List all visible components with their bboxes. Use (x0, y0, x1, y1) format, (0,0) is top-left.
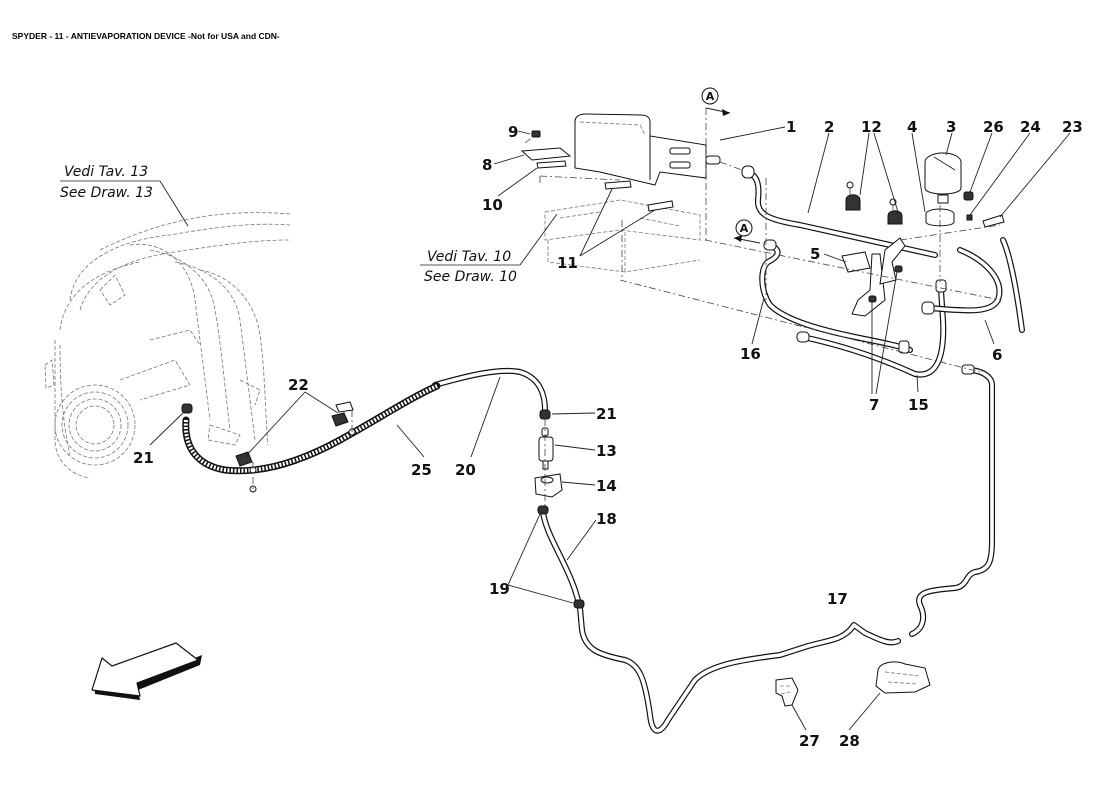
callout-20: 20 (455, 461, 476, 479)
callout-15: 15 (908, 396, 929, 414)
part-26-clamp[interactable] (963, 191, 974, 201)
part-27-clip[interactable] (775, 677, 799, 707)
part-10-pad[interactable] (536, 160, 567, 169)
part-19-clamp-a[interactable] (537, 505, 549, 515)
canister-support-ghost (544, 199, 701, 273)
callout-11: 11 (557, 254, 578, 272)
part-13-filter[interactable] (538, 427, 554, 470)
part-22-clip-a[interactable] (235, 451, 257, 493)
intake-manifold-ghost (44, 212, 291, 479)
part-7-nut-b[interactable] (894, 265, 903, 273)
callout-6: 6 (992, 346, 1002, 364)
callout-10: 10 (482, 196, 503, 214)
callout-5: 5 (810, 245, 820, 263)
part-17-pipe[interactable] (577, 364, 995, 734)
callout-18: 18 (596, 510, 617, 528)
part-21-clamp-b[interactable] (539, 409, 551, 420)
callout-16: 16 (740, 345, 761, 363)
part-7-nut-a[interactable] (868, 295, 877, 303)
part-12-clip-a[interactable] (845, 181, 861, 211)
callout-leaders (149, 126, 1071, 731)
callout-12: 12 (861, 118, 882, 136)
part-8-plate[interactable] (520, 147, 572, 161)
callout-21-right: 21 (596, 405, 617, 423)
section-mark-a-top: A (701, 87, 731, 116)
part-6-hose[interactable] (921, 237, 1025, 333)
callout-4: 4 (907, 118, 917, 136)
part-3-valve[interactable] (924, 152, 962, 204)
part-28-clip[interactable] (875, 661, 931, 694)
callout-19: 19 (489, 580, 510, 598)
callout-2: 2 (824, 118, 834, 136)
section-mark-a-mid: A (733, 219, 761, 244)
callout-14: 14 (596, 477, 617, 495)
callout-1: 1 (786, 118, 796, 136)
part-11-pad-b[interactable] (647, 200, 674, 212)
callout-26: 26 (983, 118, 1004, 136)
callout-23: 23 (1062, 118, 1083, 136)
svg-text:See Draw. 10: See Draw. 10 (424, 269, 517, 285)
part-19-clamp-b[interactable] (573, 599, 585, 609)
callout-22: 22 (288, 376, 309, 394)
part-24-washer[interactable] (966, 214, 973, 221)
part-11-pad-a[interactable] (604, 180, 632, 190)
part-12-clip-b[interactable] (887, 198, 903, 225)
svg-text:Vedi Tav. 13: Vedi Tav. 13 (64, 164, 148, 180)
svg-text:Vedi Tav. 10: Vedi Tav. 10 (427, 249, 511, 265)
callout-7: 7 (869, 396, 879, 414)
callout-numbers: 1 2 12 4 3 26 24 23 9 8 10 11 5 6 16 7 1… (133, 118, 1083, 750)
reference-see-draw-13[interactable]: Vedi Tav. 13 See Draw. 13 (60, 164, 189, 227)
callout-3: 3 (946, 118, 956, 136)
assembly-lines (252, 108, 1001, 506)
callout-13: 13 (596, 442, 617, 460)
part-16-pipe[interactable] (759, 239, 913, 353)
callout-25: 25 (411, 461, 432, 479)
part-23-screw[interactable] (982, 214, 1005, 228)
part-15-pipe[interactable] (796, 279, 947, 378)
part-2-hose[interactable] (741, 165, 938, 258)
callout-21-left: 21 (133, 449, 154, 467)
callout-17: 17 (827, 590, 848, 608)
front-direction-arrow (91, 642, 202, 700)
part-5-bracket[interactable] (841, 237, 906, 317)
callout-24: 24 (1020, 118, 1041, 136)
part-14-bracket[interactable] (534, 473, 563, 498)
part-22-clip-b[interactable] (331, 401, 356, 436)
part-21-clamp-a[interactable] (181, 403, 193, 414)
part-18-hose[interactable] (540, 509, 581, 603)
part-20-hose[interactable] (432, 367, 548, 413)
callout-27: 27 (799, 732, 820, 750)
callout-28: 28 (839, 732, 860, 750)
svg-text:A: A (740, 222, 749, 235)
reference-see-draw-10[interactable]: Vedi Tav. 10 See Draw. 10 (420, 213, 558, 285)
diagram-title: SPYDER - 11 - ANTIEVAPORATION DEVICE -No… (12, 31, 280, 41)
callout-9: 9 (508, 123, 518, 141)
svg-text:See Draw. 13: See Draw. 13 (60, 185, 153, 201)
part-25-sheath[interactable] (182, 382, 441, 475)
part-1-canister[interactable] (574, 113, 721, 186)
svg-text:A: A (706, 90, 715, 103)
callout-8: 8 (482, 156, 492, 174)
